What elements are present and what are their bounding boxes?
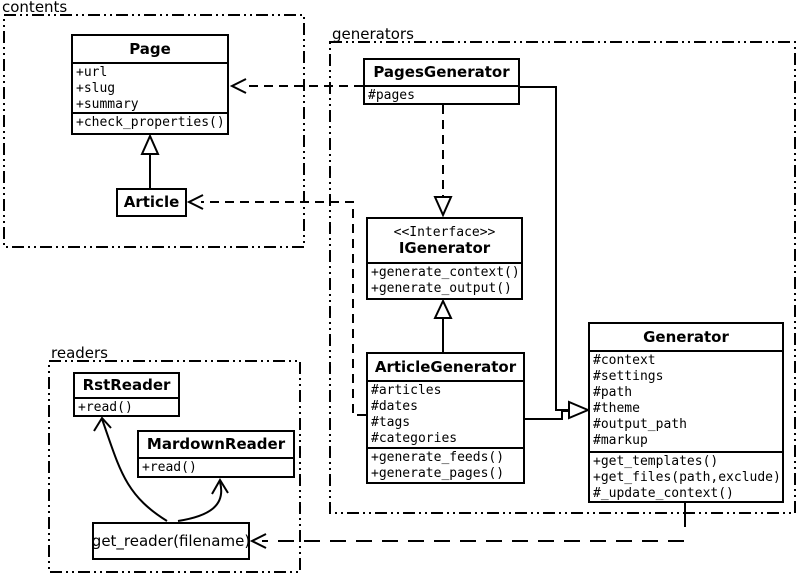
package-label-readers: readers [51,344,108,362]
igenerator-stereotype: <<Interface>> [393,224,496,240]
attribute-row: +url [76,65,108,80]
attribute-row: #tags [371,415,411,430]
arrowhead-rstreader [93,416,112,432]
page-attributes: +url +slug +summary [73,62,227,112]
class-box-article: Article [116,188,187,217]
attribute-row: #categories [371,431,458,446]
articlegenerator-methods: +generate_feeds() +generate_pages() [368,447,523,482]
edge-pagesgenerator-depends-page [229,78,363,94]
class-title-pagesgenerator: PagesGenerator [373,63,510,81]
class-box-pagesgenerator: PagesGenerator #pages [363,58,520,105]
method-row: +get_files(path,exclude) [593,470,781,485]
class-box-page: Page +url +slug +summary +check_properti… [71,34,229,135]
class-title-page: Page [129,39,171,58]
edge-generator-depends-getreader [249,503,686,549]
attribute-row: +slug [76,81,116,96]
method-row: +generate_pages() [371,466,505,481]
package-border-generators [329,41,796,514]
attribute-row: #theme [593,401,640,416]
attribute-row: #context [593,353,656,368]
realization-arrowhead-igenerator [433,196,453,218]
attribute-row: #settings [593,369,664,384]
edge-pagesgenerator-generalizes-generator [520,86,568,411]
class-title-articlegenerator: ArticleGenerator [374,357,517,376]
edge-getreader-to-rstreader [93,416,168,522]
dependency-arrowhead-getreader [249,533,267,549]
class-title-rstreader: RstReader [82,376,171,394]
method-row: #_update_context() [593,486,734,501]
dependency-arrowhead-page [229,78,247,94]
edge-articlegenerator-generalizes-igenerator [433,298,453,352]
page-methods: +check_properties() [73,112,227,133]
attribute-row: #pages [368,88,415,103]
class-box-generator: Generator #context #settings #path #them… [588,322,784,503]
attribute-row: +summary [76,97,139,112]
method-row: +read() [78,400,133,415]
getreader-box: get_reader(filename) [92,522,250,560]
edge-getreader-to-mardownreader [177,478,229,522]
class-title-igenerator: <<Interface>> IGenerator [368,219,521,262]
edge-articlegenerator-generalizes-generator [525,400,591,420]
attribute-row: #output_path [593,417,687,432]
igenerator-name: IGenerator [398,238,491,257]
package-label-contents: contents [2,0,68,16]
package-border-readers [48,360,301,573]
arrowhead-mardownreader [211,478,229,495]
generator-attributes: #context #settings #path #theme #output_… [590,350,782,451]
method-row: +generate_feeds() [371,450,505,465]
edge-articlegenerator-depends-article [186,194,366,416]
pagesgenerator-attributes: #pages [365,85,518,103]
articlegenerator-attributes: #articles #dates #tags #categories [368,380,523,447]
generator-methods: +get_templates() +get_files(path,exclude… [590,451,782,501]
edge-pagesgenerator-realizes-igenerator [433,105,453,218]
edge-article-generalizes-page [140,133,160,188]
class-title-mardownreader: MardownReader [146,435,286,453]
method-row: +generate_context() [371,265,520,280]
generalization-arrowhead-generator [568,400,591,420]
class-box-igenerator: <<Interface>> IGenerator +generate_conte… [366,217,523,300]
class-box-articlegenerator: ArticleGenerator #articles #dates #tags … [366,352,525,484]
igenerator-methods: +generate_context() +generate_output() [368,262,521,298]
package-label-generators: generators [332,25,414,43]
method-row: +read() [142,460,197,475]
rstreader-methods: +read() [75,397,178,415]
attribute-row: #dates [371,399,418,414]
class-title-article: Article [123,193,180,211]
package-border-contents [3,14,305,248]
generalization-arrowhead-page [140,133,160,155]
method-row: +check_properties() [76,115,225,130]
class-box-mardownreader: MardownReader +read() [137,430,295,478]
class-title-generator: Generator [643,327,729,346]
generalization-arrowhead-igenerator [433,298,453,319]
method-row: +generate_output() [371,281,512,296]
mardownreader-methods: +read() [139,457,293,476]
dependency-arrowhead-article [186,194,204,210]
method-row: +get_templates() [593,454,719,469]
attribute-row: #path [593,385,633,400]
attribute-row: #markup [593,433,648,448]
attribute-row: #articles [371,383,442,398]
class-box-rstreader: RstReader +read() [73,372,180,417]
